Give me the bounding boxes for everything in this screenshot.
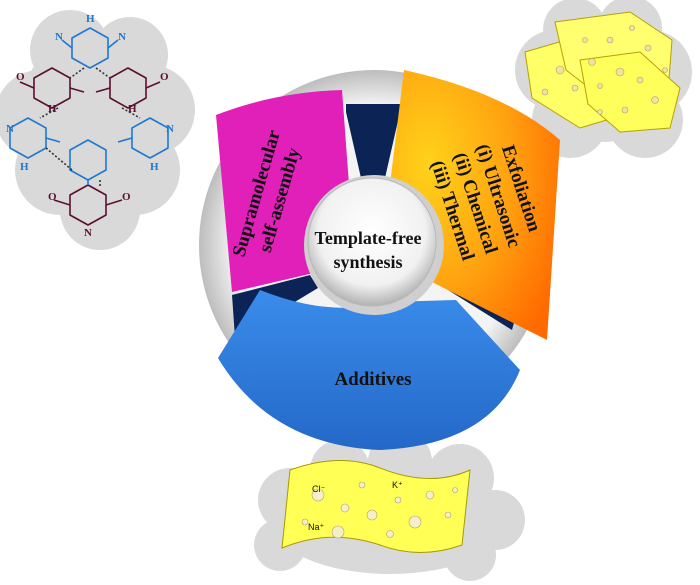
svg-text:H: H <box>150 161 159 173</box>
svg-text:N: N <box>118 31 126 43</box>
wavy-sheet-pores <box>301 481 458 539</box>
center-title: Template-free <box>315 228 422 248</box>
ion-potassium: K⁺ <box>392 480 403 490</box>
svg-text:N: N <box>166 123 174 135</box>
ion-sodium: Na⁺ <box>308 522 325 532</box>
segment-additives <box>218 290 520 450</box>
cloud-top-left <box>0 10 195 250</box>
center-circle <box>307 177 437 307</box>
svg-text:N: N <box>6 123 14 135</box>
svg-text:N: N <box>55 31 63 43</box>
supramolecular-network-illustration <box>9 27 169 226</box>
svg-text:O: O <box>160 71 169 83</box>
segment-exfoliation <box>385 70 560 340</box>
svg-text:H: H <box>48 103 57 115</box>
svg-text:H: H <box>86 13 95 25</box>
svg-text:O: O <box>16 71 25 83</box>
svg-text:O: O <box>48 191 57 203</box>
ion-chloride: Cl⁻ <box>312 484 325 494</box>
additives-label: Additives <box>334 369 411 390</box>
porous-sheets-holes <box>541 25 668 115</box>
svg-text:H: H <box>128 103 137 115</box>
svg-text:N: N <box>84 227 92 239</box>
chemical-atom-labels: H N N O O H H N N H H O O N <box>6 13 174 239</box>
svg-text:O: O <box>122 191 131 203</box>
center-subtitle: synthesis <box>333 252 402 272</box>
svg-text:H: H <box>20 161 29 173</box>
